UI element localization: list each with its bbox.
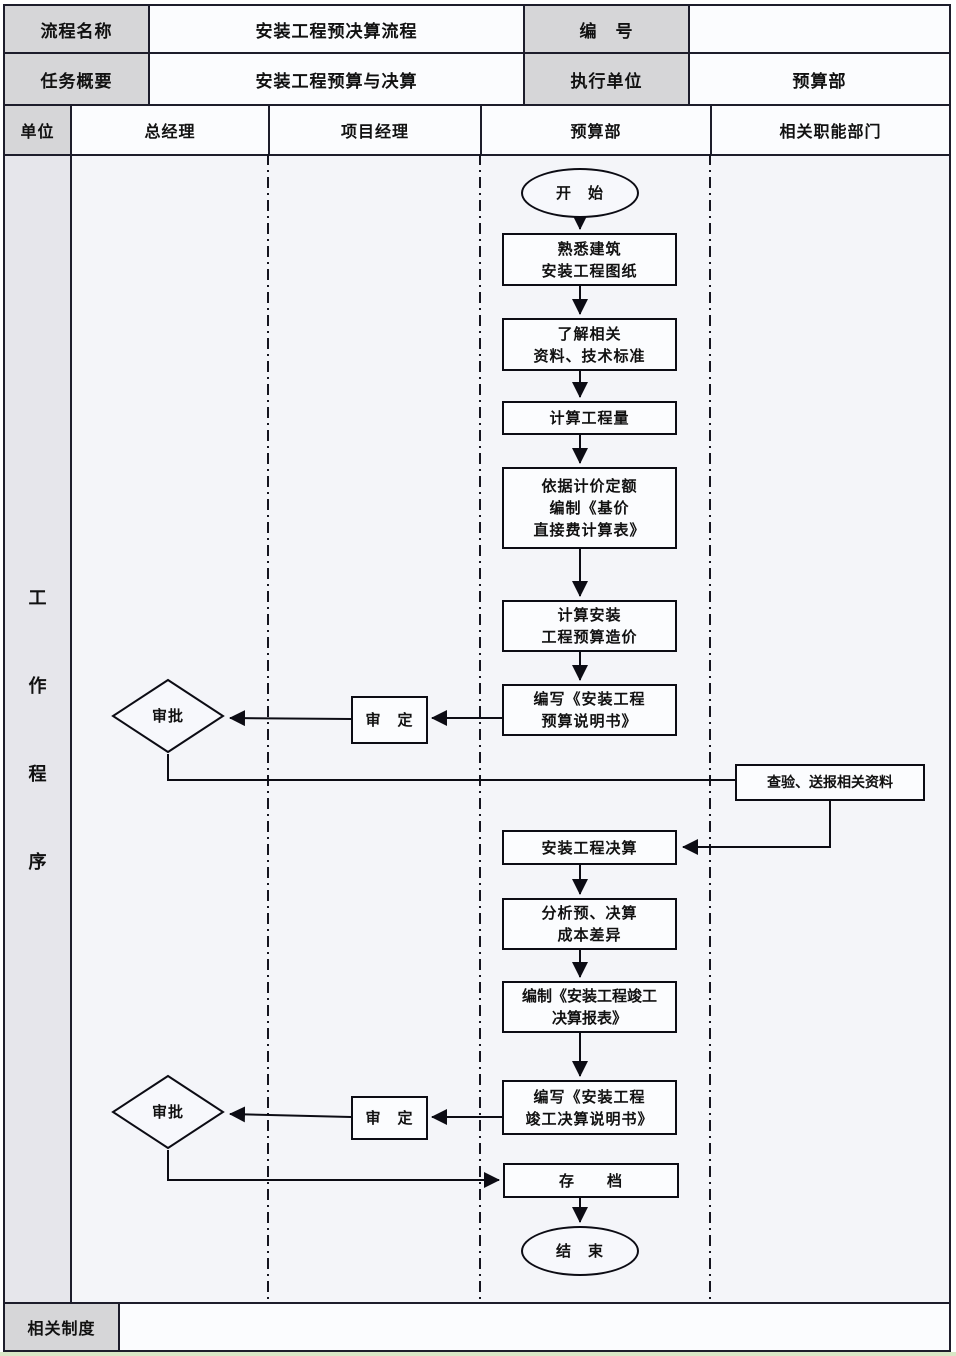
step-budget-cost: 计算安装 工程预算造价 bbox=[502, 600, 677, 652]
unit-corner-label: 单位 bbox=[5, 106, 72, 156]
bottom-strip bbox=[0, 1352, 956, 1356]
lane-header-related-depts: 相关职能部门 bbox=[712, 106, 949, 156]
side-char-1: 工 bbox=[28, 588, 47, 609]
approve-label-1: 审批 bbox=[151, 707, 184, 725]
side-char-2: 作 bbox=[28, 676, 47, 697]
step-base-price-table: 依据计价定额 编制《基价 直接费计算表》 bbox=[502, 467, 677, 549]
diamond-shape-1 bbox=[111, 678, 225, 754]
step-final-report: 编制《安装工程竣工 决算报表》 bbox=[502, 981, 677, 1033]
step-understand-standards: 了解相关 资料、技术标准 bbox=[502, 318, 677, 371]
lane-header-general-manager: 总经理 bbox=[72, 106, 270, 156]
approve-diamond-2: 审批 bbox=[110, 1074, 226, 1150]
step-calc-quantity: 计算工程量 bbox=[502, 401, 677, 435]
task-summary-label: 任务概要 bbox=[5, 54, 150, 106]
related-systems-value bbox=[120, 1304, 949, 1350]
diamond-shape-2 bbox=[111, 1074, 225, 1150]
lane-header-budget-dept: 预算部 bbox=[482, 106, 712, 156]
start-node: 开 始 bbox=[521, 168, 639, 218]
end-node: 结 束 bbox=[521, 1226, 639, 1276]
side-char-4: 序 bbox=[28, 852, 47, 873]
process-name-value: 安装工程预决算流程 bbox=[150, 6, 525, 54]
step-familiarize-drawings: 熟悉建筑 安装工程图纸 bbox=[502, 233, 677, 286]
task-summary-value: 安装工程预算与决算 bbox=[150, 54, 525, 106]
review-node-2: 审 定 bbox=[351, 1096, 428, 1140]
approve-diamond-1: 审批 bbox=[110, 678, 226, 754]
approve-label-2: 审批 bbox=[151, 1103, 184, 1121]
executing-unit-label: 执行单位 bbox=[525, 54, 690, 106]
archive-node: 存 档 bbox=[503, 1163, 679, 1198]
related-systems-label: 相关制度 bbox=[5, 1304, 120, 1350]
review-node-1: 审 定 bbox=[351, 696, 428, 744]
step-check-submit: 查验、送报相关资料 bbox=[735, 764, 925, 801]
process-name-label: 流程名称 bbox=[5, 6, 150, 54]
step-budget-spec: 编写《安装工程 预算说明书》 bbox=[502, 684, 677, 736]
executing-unit-value: 预算部 bbox=[690, 54, 949, 106]
work-procedure-side-label: 工 作 程 序 bbox=[5, 156, 72, 1304]
lane-header-project-manager: 项目经理 bbox=[270, 106, 482, 156]
number-label: 编 号 bbox=[525, 6, 690, 54]
step-final-spec: 编写《安装工程 竣工决算说明书》 bbox=[502, 1080, 677, 1135]
step-analyze-variance: 分析预、决算 成本差异 bbox=[502, 898, 677, 950]
step-final-account: 安装工程决算 bbox=[502, 830, 677, 865]
side-char-3: 程 bbox=[28, 764, 47, 785]
number-value bbox=[690, 6, 949, 54]
